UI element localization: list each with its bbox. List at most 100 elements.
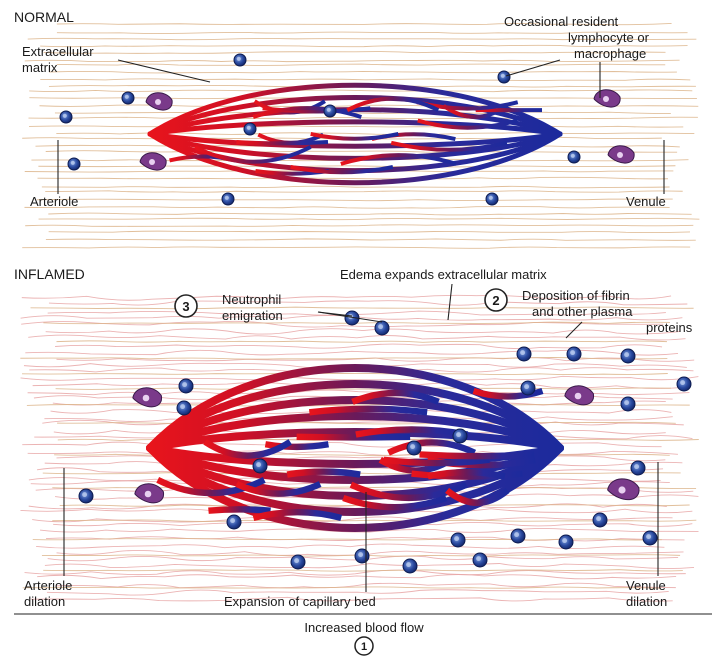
resident-lymphocyte-nucleus xyxy=(71,161,75,165)
increased-blood-flow-label: Increased blood flow xyxy=(304,620,424,635)
extracellular-matrix-label-line2: matrix xyxy=(22,60,58,75)
neutrophil-nucleus xyxy=(524,384,529,389)
normal-title: NORMAL xyxy=(14,9,74,25)
neutrophil-nucleus xyxy=(624,352,629,357)
resident-lymphocyte-nucleus xyxy=(237,57,241,61)
resident-lymphocyte-nucleus xyxy=(225,196,229,200)
matrix-fiber xyxy=(39,105,698,106)
resident-lymphocyte-nucleus xyxy=(501,74,505,78)
neutrophil-nucleus xyxy=(180,404,185,409)
resident-lymphocyte-nucleus xyxy=(247,126,251,130)
neutrophil-nucleus xyxy=(634,464,639,469)
matrix-fiber xyxy=(37,199,673,201)
anastomosis xyxy=(253,512,341,518)
neutrophil-nucleus xyxy=(182,382,187,387)
anastomosis xyxy=(420,454,535,456)
matrix-fiber xyxy=(43,570,683,572)
resident-macrophage-nucleus xyxy=(603,96,609,102)
arteriole-label: Arteriole xyxy=(30,194,78,209)
step3-number: 3 xyxy=(182,299,189,314)
resident-macrophage-nucleus xyxy=(149,159,155,165)
matrix-fiber xyxy=(43,473,681,474)
inflamed-panel: INFLAMED Edema expands extracellular mat… xyxy=(14,266,712,609)
resident-lymphocyte-nucleus xyxy=(63,114,67,118)
matrix-fiber xyxy=(48,213,691,215)
resident-cells-label-line2: lymphocyte or xyxy=(568,30,650,45)
neutrophil-nucleus xyxy=(406,562,411,567)
arteriole-dilation-label-line1: Arteriole xyxy=(24,578,72,593)
matrix-fiber xyxy=(37,177,667,179)
neutrophil-nucleus xyxy=(476,556,481,561)
inflamed-title: INFLAMED xyxy=(14,266,85,282)
capillary-expansion-label: Expansion of capillary bed xyxy=(224,594,376,609)
matrix-fiber xyxy=(55,112,671,114)
neutrophil-nucleus xyxy=(454,536,459,541)
neutrophil-label-line1: Neutrophil xyxy=(222,292,281,307)
matrix-fiber xyxy=(45,563,694,568)
resident-lymphocyte-nucleus xyxy=(489,196,493,200)
neutrophil-nucleus xyxy=(514,532,519,537)
resident-lymphocyte-nucleus xyxy=(571,154,575,158)
arteriole-dilation-label-line2: dilation xyxy=(24,594,65,609)
matrix-fiber xyxy=(49,71,677,72)
anastomosis xyxy=(287,472,360,475)
resident-cells-label-line1: Occasional resident xyxy=(504,14,619,29)
macrophage-nucleus xyxy=(618,486,625,493)
neutrophil-nucleus xyxy=(456,432,461,437)
resident-macrophage-nucleus xyxy=(155,99,161,105)
neutrophil-nucleus xyxy=(520,350,525,355)
extracellular-matrix-label-line1: Extracellular xyxy=(22,44,94,59)
step2-number: 2 xyxy=(492,293,499,308)
matrix-fiber xyxy=(22,247,690,248)
fibrin-label-line1: Deposition of fibrin xyxy=(522,288,630,303)
neutrophil-nucleus xyxy=(256,462,261,467)
footer: Increased blood flow 1 xyxy=(14,614,712,655)
resident-cells-leader-1 xyxy=(506,60,560,76)
matrix-fiber xyxy=(22,373,668,374)
matrix-fiber xyxy=(39,218,700,219)
matrix-fiber xyxy=(45,191,682,192)
anastomosis xyxy=(236,142,328,143)
venule-dilation-label-line1: Venule xyxy=(626,578,666,593)
matrix-fiber xyxy=(38,166,675,167)
neutrophil-nucleus xyxy=(410,444,415,449)
matrix-fiber xyxy=(28,117,697,119)
matrix-fiber xyxy=(25,225,693,227)
step1-number: 1 xyxy=(361,641,367,653)
neutrophil-nucleus xyxy=(378,324,383,329)
edema-leader xyxy=(448,284,452,320)
matrix-fiber xyxy=(23,587,661,588)
neutrophil-nucleus xyxy=(680,380,685,385)
macrophage-nucleus xyxy=(145,491,152,498)
neutrophil-nucleus xyxy=(624,400,629,405)
venule-dilation-label-line2: dilation xyxy=(626,594,667,609)
matrix-fiber xyxy=(42,186,670,188)
matrix-fiber xyxy=(40,79,690,81)
resident-macrophage-nucleus xyxy=(617,152,623,158)
resident-lymphocyte-nucleus xyxy=(125,95,129,99)
anastomosis xyxy=(309,409,427,412)
neutrophil-label-line2: emigration xyxy=(222,308,283,323)
neutrophil-nucleus xyxy=(230,518,235,523)
venule-label: Venule xyxy=(626,194,666,209)
edema-label: Edema expands extracellular matrix xyxy=(340,267,547,282)
resident-cells-label-line3: macrophage xyxy=(574,46,646,61)
neutrophil-nucleus xyxy=(82,492,87,497)
matrix-fiber xyxy=(49,231,690,232)
matrix-fiber xyxy=(29,90,692,92)
matrix-fiber xyxy=(21,376,699,380)
anastomosis xyxy=(297,437,411,438)
fibrin-label-line2: and other plasma xyxy=(532,304,633,319)
neutrophil-nucleus xyxy=(294,558,299,563)
macrophage-nucleus xyxy=(575,393,582,400)
matrix-fiber xyxy=(46,329,680,334)
matrix-fiber xyxy=(46,151,677,153)
macrophage-nucleus xyxy=(143,395,150,402)
matrix-fiber xyxy=(28,335,685,340)
matrix-fiber xyxy=(57,64,665,65)
fibrin-label-line3: proteins xyxy=(646,320,693,335)
neutrophil-nucleus xyxy=(570,350,575,355)
resident-lymphocyte-nucleus xyxy=(327,108,331,112)
matrix-fiber xyxy=(44,52,666,54)
